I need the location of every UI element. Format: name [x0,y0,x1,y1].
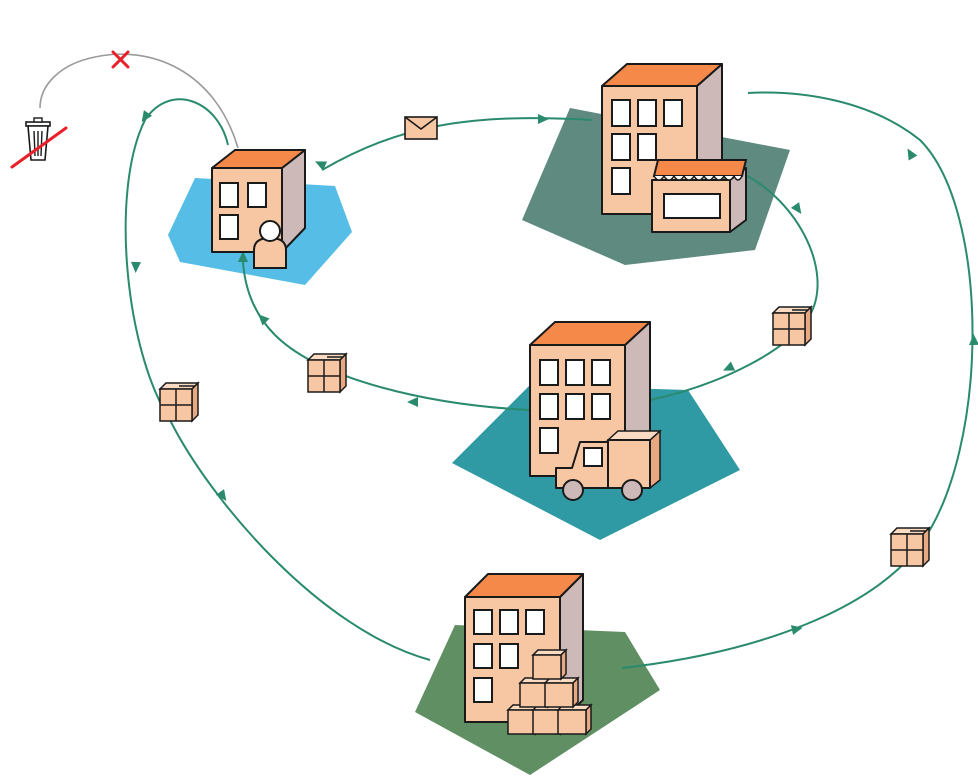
arrowhead [723,361,736,371]
arrowhead [131,261,141,273]
flow-manufacturer-to-retailer [621,91,974,669]
flow-consumer-to-disposal [39,53,239,149]
discard-x-icon [111,50,130,69]
envelope-icon [404,116,438,140]
arrowhead [258,314,270,326]
flow-consumer-to-retailer [321,117,593,171]
warehouse-building-icon [464,573,592,735]
distribution-truck-building-icon [529,321,662,501]
arrowhead [238,251,248,262]
flow-arrowheads [131,110,978,635]
arrowhead [215,489,227,502]
flow-distributor-to-consumer [242,261,531,411]
arrowhead [907,148,918,161]
package-icon [159,382,199,422]
retail-store-building-icon [601,63,748,233]
consumer-building-icon [211,149,306,269]
arrowhead [969,334,978,346]
trash-cross-line [10,126,68,169]
arrowhead [790,202,802,215]
arrowhead [538,114,549,124]
arrowhead [141,110,153,123]
package-icon [890,527,930,567]
arrowhead [315,161,328,171]
arrowhead [790,625,803,635]
flow-consumer-to-manufacturer [124,98,431,661]
package-icon [307,353,347,393]
arrowhead [407,397,418,407]
package-icon [772,306,812,346]
